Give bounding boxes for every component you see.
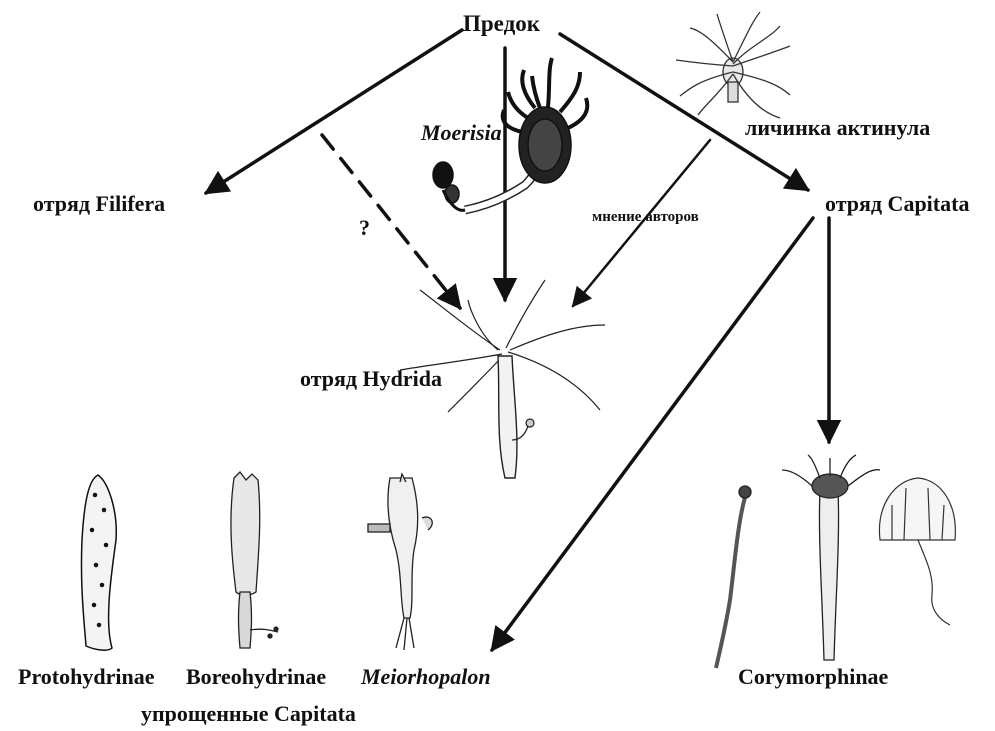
moerisia-label: Moerisia [421,122,502,144]
arrow-capitata-to-meiorhopalon [492,218,813,650]
filifera-label: отряд Filifera [33,193,165,215]
arrow-dashed-ancestor-to-hydrida [322,135,460,308]
corymorpha-medusa-icon [879,478,955,625]
protohydra-icon [81,475,116,650]
actinula-larva-icon [676,12,790,118]
larva-label: личинка актинула [745,117,930,139]
capitata-label: отряд Capitata [825,193,969,215]
ancestor-label: Предок [463,12,540,35]
protohydrinae-label: Protohydrinae [18,666,154,688]
arrow-ancestor-to-capitata [560,34,808,190]
simplified-capitata-label: упрощенные Capitata [141,703,356,725]
corymorpha-polyp-icon [716,455,880,668]
corymorphinae-label: Corymorphinae [738,666,888,688]
question-mark-label: ? [359,217,370,239]
arrow-ancestor-to-filifera [206,30,462,193]
authors-opinion-label: мнение авторов [592,210,699,225]
hydrida-label: отряд Hydrida [300,368,442,390]
meiorhopalon-label: Meiorhopalon [361,666,491,688]
boreohydra-icon [231,472,278,648]
meiorhopalon-icon [368,474,432,650]
boreohydrinae-label: Boreohydrinae [186,666,326,688]
